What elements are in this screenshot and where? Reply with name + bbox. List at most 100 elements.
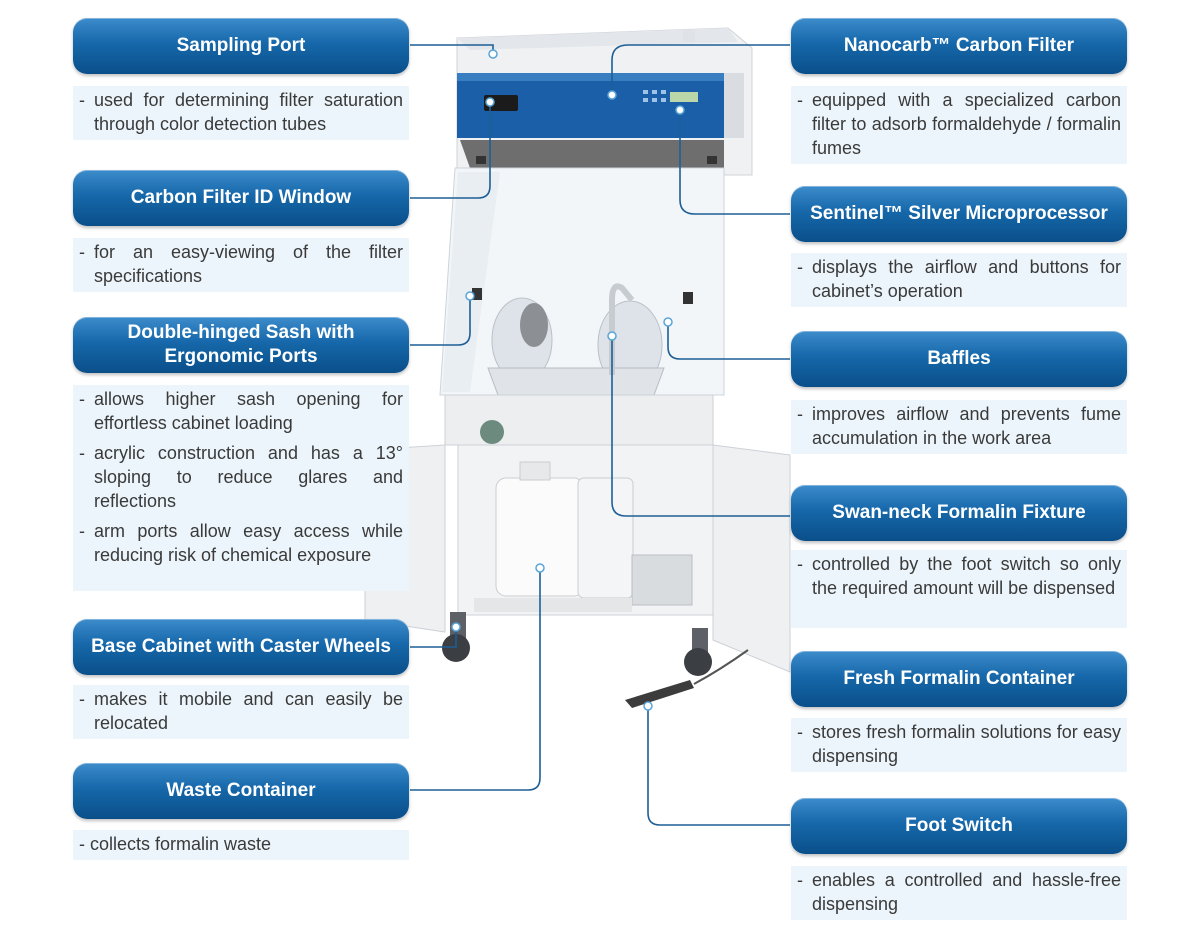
- leader-dots: [451, 49, 685, 711]
- foot-switch-title-text: Foot Switch: [905, 815, 1013, 836]
- bullet-item: -for an easy-viewing of the filter speci…: [79, 240, 403, 288]
- sentinel-title-text: Sentinel™ Silver Microprocessor: [810, 203, 1108, 224]
- bullet-text: for an easy-viewing of the filter specif…: [94, 242, 403, 286]
- panel-side: [724, 73, 744, 138]
- bullet-text: improves airflow and prevents fume accum…: [812, 404, 1121, 448]
- fresh-formalin-body: -stores fresh formalin solutions for eas…: [791, 718, 1127, 772]
- sash-frame: [460, 140, 724, 168]
- bullet-text: controlled by the foot switch so only th…: [812, 554, 1121, 598]
- bullet-item: -allows higher sash opening for effortle…: [79, 387, 403, 435]
- bullet-text: - collects formalin waste: [79, 834, 272, 854]
- bullet-item: -stores fresh formalin solutions for eas…: [797, 720, 1121, 768]
- dot-foot-switch: [643, 701, 653, 711]
- hinge-left: [472, 288, 482, 300]
- work-tray: [487, 367, 665, 396]
- leader-sentinel: [679, 112, 790, 215]
- fresh-formalin-title: Fresh Formalin Container: [791, 651, 1127, 707]
- filter-id-window-body: -for an easy-viewing of the filter speci…: [73, 238, 409, 292]
- right-door: [712, 444, 791, 673]
- dot-waste-container: [535, 563, 545, 573]
- waste-container-title: Waste Container: [73, 763, 409, 819]
- latch-right: [707, 156, 717, 164]
- sampling-fitting: [480, 420, 504, 444]
- panel-highlight: [457, 73, 724, 81]
- sentinel-body: -displays the airflow and buttons for ca…: [791, 253, 1127, 307]
- sash-body: -allows higher sash opening for effortle…: [73, 385, 409, 591]
- bullet-item: - collects formalin waste: [79, 832, 403, 856]
- display-screen: [670, 92, 698, 102]
- fresh-container-jug: [577, 477, 634, 599]
- side-glass: [442, 172, 500, 392]
- dot-nanocarb: [607, 90, 617, 100]
- sentinel-title: Sentinel™ Silver Microprocessor: [791, 186, 1127, 242]
- leader-swan-neck: [611, 338, 790, 517]
- bullet-text: stores fresh formalin solutions for easy…: [812, 722, 1121, 766]
- nanocarb-filter-body: -equipped with a specialized carbon filt…: [791, 86, 1127, 164]
- bullet-item: -arm ports allow easy access while reduc…: [79, 519, 403, 567]
- leader-filter-id-window: [410, 102, 491, 199]
- sash-title: Double-hinged Sash with Ergonomic Ports: [73, 317, 409, 373]
- leader-waste-container: [410, 570, 541, 791]
- swan-neck-fixture: [609, 283, 635, 375]
- dot-base-cabinet: [451, 622, 461, 632]
- bullet-item: -equipped with a specialized carbon filt…: [797, 88, 1121, 160]
- bullet-dash: -: [797, 257, 803, 277]
- container-tray: [474, 598, 632, 612]
- caster-wheel-left: [442, 634, 470, 662]
- leader-baffles: [667, 324, 790, 360]
- hood-top: [457, 28, 738, 50]
- latch-left: [476, 156, 486, 164]
- dot-sampling-port: [488, 49, 498, 59]
- leader-sash: [410, 298, 471, 346]
- bullet-dash: -: [79, 389, 85, 409]
- arm-port-left-hole: [520, 303, 548, 347]
- waste-container-title-text: Waste Container: [166, 780, 316, 801]
- leader-nanocarb: [611, 44, 790, 95]
- base-cabinet-title-text: Base Cabinet with Caster Wheels: [91, 636, 391, 657]
- bullet-text: displays the airflow and buttons for cab…: [812, 257, 1121, 301]
- bullet-dash: -: [79, 443, 85, 463]
- leader-lines: [410, 44, 790, 826]
- bullet-item: -improves airflow and prevents fume accu…: [797, 402, 1121, 450]
- leader-base-cabinet: [410, 628, 457, 648]
- bullet-dash: -: [79, 521, 85, 541]
- filter-id-window-title-text: Carbon Filter ID Window: [130, 187, 352, 208]
- sampling-port-body: -used for determining filter saturation …: [73, 86, 409, 140]
- bullet-dash: -: [797, 554, 803, 574]
- control-buttons: [643, 90, 666, 102]
- hood-knob: [683, 30, 695, 42]
- baffles-title-text: Baffles: [927, 348, 991, 369]
- bullet-dash: -: [797, 404, 803, 424]
- bullet-text: arm ports allow easy access while reduci…: [94, 521, 403, 565]
- swan-neck-title-text: Swan-neck Formalin Fixture: [832, 502, 1086, 523]
- bullet-dash: -: [79, 90, 85, 110]
- bullet-dash: -: [797, 90, 803, 110]
- sampling-port-title-text: Sampling Port: [176, 35, 306, 56]
- bullet-item: -controlled by the foot switch so only t…: [797, 552, 1121, 600]
- fresh-formalin-title-text: Fresh Formalin Container: [843, 668, 1075, 689]
- bullet-dash: -: [797, 722, 803, 742]
- caster-wheel-right: [684, 648, 712, 676]
- bullet-dash: -: [797, 870, 803, 890]
- bullet-dash: -: [79, 242, 85, 262]
- filter-id-window-title: Carbon Filter ID Window: [73, 170, 409, 226]
- dot-filter-id: [485, 97, 495, 107]
- sash-title-text: Double-hinged Sash with Ergonomic Ports: [127, 322, 355, 367]
- bullet-item: -used for determining filter saturation …: [79, 88, 403, 136]
- pump-unit: [631, 554, 693, 606]
- dot-swan-neck: [607, 331, 617, 341]
- sampling-port-title: Sampling Port: [73, 18, 409, 74]
- foot-switch-title: Foot Switch: [791, 798, 1127, 854]
- bullet-text: allows higher sash opening for effortles…: [94, 389, 403, 433]
- baffles-title: Baffles: [791, 331, 1127, 387]
- hinge-right: [683, 292, 693, 304]
- bullet-text: used for determining filter saturation t…: [94, 90, 403, 134]
- bullet-dash: -: [79, 689, 85, 709]
- nanocarb-filter-title-text: Nanocarb™ Carbon Filter: [843, 35, 1075, 56]
- foot-switch-pedal: [625, 680, 694, 708]
- dot-baffles: [663, 317, 673, 327]
- swan-neck-title: Swan-neck Formalin Fixture: [791, 485, 1127, 541]
- dot-sash: [465, 291, 475, 301]
- bullet-item: -displays the airflow and buttons for ca…: [797, 255, 1121, 303]
